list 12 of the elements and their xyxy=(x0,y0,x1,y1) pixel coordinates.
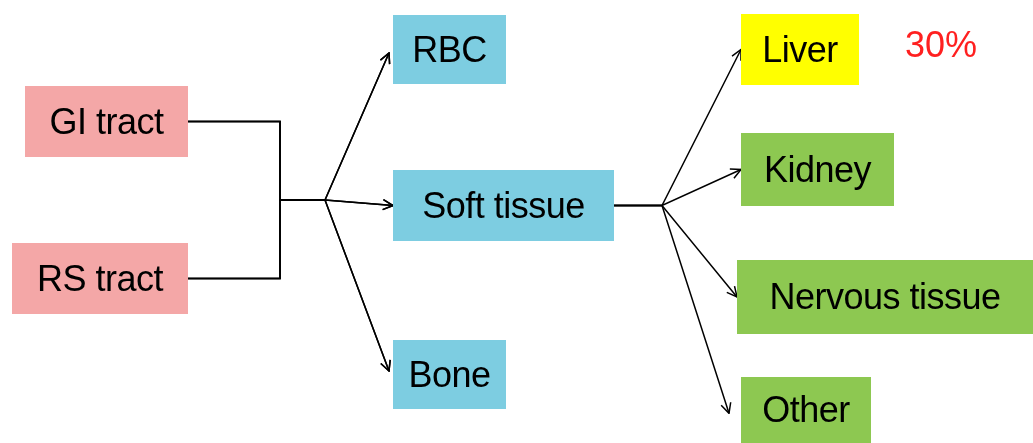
source-box: GI tract xyxy=(25,86,188,157)
distribution-box: Bone xyxy=(393,340,506,409)
organ-box: Liver xyxy=(741,14,859,85)
distribution-box: RBC xyxy=(393,15,506,84)
distribution-box: Soft tissue xyxy=(393,170,614,241)
source-box: RS tract xyxy=(12,243,188,314)
organ-box: Nervous tissue xyxy=(737,260,1033,334)
arrow xyxy=(187,199,391,372)
organ-box: Kidney xyxy=(741,133,894,206)
organ-box: Other xyxy=(741,377,871,443)
percentage-label: 30% xyxy=(905,27,978,63)
arrow xyxy=(613,204,732,415)
